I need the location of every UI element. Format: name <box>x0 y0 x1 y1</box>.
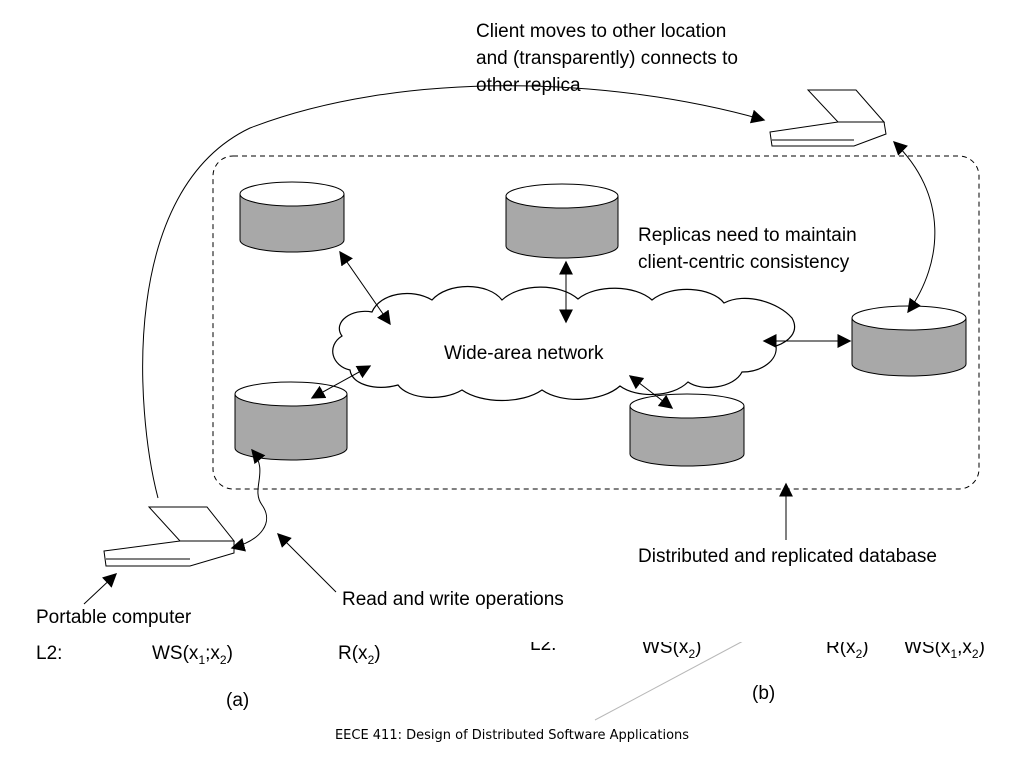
left-ws-pre: WS(x <box>152 643 199 664</box>
client-moves-line-1: Client moves to other location <box>476 21 727 42</box>
replica-cylinder-bottom-left <box>234 381 348 461</box>
left-ws-post: ) <box>226 643 233 664</box>
left-r-pre: R(x <box>338 643 368 664</box>
left-row-label: L2: <box>36 643 63 664</box>
read-write-operations-label: Read and write operations <box>342 589 564 610</box>
client-moves-line-3: other replica <box>476 75 581 96</box>
right-row-ws2: WS(x1,x2) <box>904 637 985 665</box>
wide-area-network-cloud <box>332 285 796 402</box>
arrow-portable-pointer <box>83 573 118 605</box>
replicated-database-boundary <box>212 155 980 490</box>
laptop-portable <box>103 506 236 567</box>
left-row-ws: WS(x1;x2) <box>152 643 233 671</box>
left-r-post: ) <box>374 643 381 664</box>
right-ws2-post: ) <box>978 637 985 658</box>
caption-b: (b) <box>752 683 776 704</box>
replica-cylinder-top-center <box>505 183 619 259</box>
client-moves-line-2: and (transparently) connects to <box>476 48 738 69</box>
replicas-need-line-2: client-centric consistency <box>638 252 850 273</box>
arrow-network-bottom-center-cylinder <box>628 375 674 409</box>
right-ws-post: ) <box>695 637 702 658</box>
arrow-top-left-cylinder-network <box>339 250 391 326</box>
right-ws2-sub2: 2 <box>971 646 979 661</box>
replicas-need-line-1: Replicas need to maintain <box>638 225 857 246</box>
replicas-need-label: Replicas need to maintain client-centric… <box>638 222 857 276</box>
right-ws2-sub1: 1 <box>950 646 958 661</box>
caption-a: (a) <box>226 690 250 711</box>
right-ws2-mid: ,x <box>957 637 972 658</box>
wide-area-network-label: Wide-area network <box>444 343 604 364</box>
replica-cylinder-top-left <box>239 181 345 253</box>
right-row-r: R(x2) <box>826 637 869 665</box>
right-r-pre: R(x <box>826 637 856 658</box>
right-row-ws: WS(x2) <box>642 637 701 665</box>
right-ws-sub: 2 <box>688 646 696 661</box>
left-ws-mid: ;x <box>205 643 220 664</box>
slide-line <box>594 639 746 721</box>
right-ws2-pre: WS(x <box>904 637 951 658</box>
arrow-read-write-pointer <box>277 533 337 593</box>
slide-footer: EECE 411: Design of Distributed Software… <box>334 728 690 743</box>
portable-computer-label: Portable computer <box>36 607 192 628</box>
distributed-database-label: Distributed and replicated database <box>638 546 937 567</box>
right-ws-pre: WS(x <box>642 637 689 658</box>
left-ws-sub1: 1 <box>198 652 206 667</box>
occlusion-mask <box>0 628 1024 642</box>
replica-cylinder-right <box>851 305 967 377</box>
client-moves-label: Client moves to other location and (tran… <box>476 18 738 99</box>
laptop-top-right <box>769 89 887 147</box>
client-move-path <box>142 85 766 499</box>
left-ws-sub2: 2 <box>219 652 227 667</box>
arrow-bottom-left-cylinder-network <box>310 365 372 399</box>
left-r-sub: 2 <box>367 652 375 667</box>
left-row-r: R(x2) <box>338 643 381 671</box>
arrow-cylinder-portable <box>230 448 268 552</box>
right-r-post: ) <box>862 637 869 658</box>
replica-cylinder-bottom-center <box>629 393 745 467</box>
right-r-sub: 2 <box>855 646 863 661</box>
arrow-right-cylinder-laptop <box>892 141 936 314</box>
